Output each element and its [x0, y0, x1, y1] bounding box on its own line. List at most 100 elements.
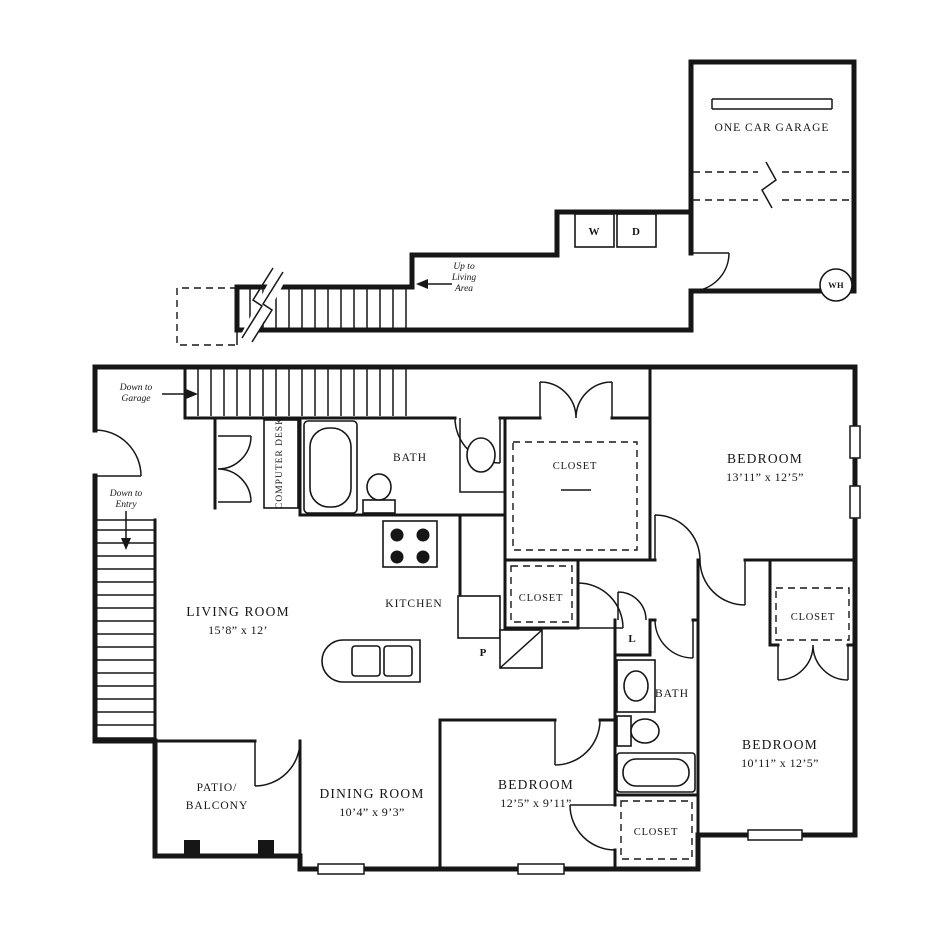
- closet-bedroom2-dashed: [775, 587, 850, 641]
- dining-room-dims: 10’4” x 9’3”: [339, 805, 404, 819]
- bedroom3-door-swing: [554, 719, 601, 766]
- patio-post-icon: [258, 840, 274, 856]
- window-bedroom1-lower: [849, 485, 861, 519]
- washer-icon: [574, 213, 615, 248]
- patio-label-line1: PATIO/: [197, 782, 238, 794]
- patio-door-swing: [254, 740, 301, 787]
- closet-bedroom3-label: CLOSET: [634, 827, 678, 838]
- bedroom1-label: BEDROOM: [727, 451, 803, 466]
- garage-entry-door-swing: [690, 252, 730, 292]
- bedroom2-door-swing: [699, 559, 746, 606]
- stairs-down-to-entry: Down to Entry: [97, 489, 155, 739]
- toilet-lower-tank: [616, 715, 632, 747]
- upper-level: WH W D ONE CAR GARAGE Up to Living Area: [176, 59, 857, 346]
- window-dining: [317, 863, 365, 875]
- computer-desk-label: COMPUTER DESK: [275, 417, 285, 509]
- burner-icon: [390, 550, 404, 564]
- burner-icon: [416, 528, 430, 542]
- pantry-cabinet-diagonal: [499, 629, 543, 669]
- stairs-down-to-garage: Down to Garage: [119, 369, 407, 416]
- windows: [317, 425, 861, 875]
- stairs-up: [239, 264, 407, 344]
- closet-bedroom2-doors-swing: [777, 644, 849, 681]
- washer-label: W: [589, 226, 600, 238]
- desk-nook-doors-swing: [217, 435, 252, 503]
- closet-hall-dashed: [510, 565, 573, 623]
- main-level: Down to Garage Down to Entry: [92, 364, 861, 875]
- burner-icon: [416, 550, 430, 564]
- bedroom1-dims: 13’11” x 12’5”: [726, 470, 804, 484]
- down-to-entry-line2: Entry: [114, 500, 137, 510]
- bedroom3-label: BEDROOM: [498, 777, 574, 792]
- up-to-living-line1: Up to: [453, 262, 475, 272]
- closet-bedroom2-label: CLOSET: [791, 612, 835, 623]
- refrigerator-icon: [457, 595, 501, 639]
- dining-room-label: DINING ROOM: [319, 786, 424, 801]
- down-to-entry-line1: Down to: [109, 489, 143, 499]
- up-to-living-line3: Area: [454, 284, 473, 294]
- bath-upper-label: BATH: [393, 452, 427, 464]
- room-labels: BATH CLOSET BEDROOM 13’11” x 12’5” LIVIN…: [186, 417, 835, 838]
- water-heater-label: WH: [828, 280, 844, 290]
- closet-master-label: CLOSET: [553, 461, 597, 472]
- window-bedroom3: [517, 863, 565, 875]
- bedroom3-dims: 12’5” x 9’11”: [500, 796, 571, 810]
- toilet-lower-bowl-icon: [630, 718, 660, 744]
- garage-door: [711, 98, 833, 110]
- pantry-label: P: [480, 647, 487, 659]
- closet-hall-label: CLOSET: [519, 593, 563, 604]
- closet-dashed-outlines: [510, 441, 850, 860]
- closet-hall-door-swing: [577, 582, 624, 629]
- landing-dashed: [176, 287, 237, 346]
- stair-steps: [97, 519, 155, 739]
- entry-door-swing: [94, 429, 142, 477]
- up-to-living-line2: Living: [451, 273, 477, 283]
- bedroom1-door-swing: [654, 514, 701, 561]
- closet-master-dashed: [512, 441, 638, 551]
- linen-door-swing: [617, 591, 647, 621]
- living-room-label: LIVING ROOM: [186, 604, 290, 619]
- patio-label-line2: BALCONY: [186, 800, 249, 812]
- window-bedroom2: [747, 829, 803, 841]
- bath-lower-label: BATH: [655, 688, 689, 700]
- toilet-upper-bowl-icon: [366, 473, 392, 501]
- up-to-living-label: Up to Living Area: [416, 262, 476, 294]
- garage-arrow-icon: [186, 389, 198, 399]
- living-room-dims: 15’8” x 12’: [208, 623, 268, 637]
- stair-break-icon: [241, 267, 284, 343]
- garage-label: ONE CAR GARAGE: [715, 122, 830, 134]
- patio-post-icon: [184, 840, 200, 856]
- sink-upper-icon: [466, 437, 496, 473]
- stove-icon: [382, 520, 438, 568]
- fixtures: [184, 418, 696, 856]
- garage-walls: [234, 59, 857, 333]
- entry-arrow-icon: [121, 538, 131, 550]
- bathtub-lower-basin: [622, 758, 690, 787]
- down-to-garage-line2: Garage: [121, 394, 150, 404]
- exterior-walls: [92, 364, 858, 872]
- water-heater-icon: [819, 268, 853, 302]
- bathtub-upper-basin: [309, 427, 352, 508]
- sink-lower-icon: [623, 670, 649, 702]
- dryer-label: D: [632, 226, 640, 238]
- toilet-upper-tank: [362, 499, 396, 514]
- down-to-garage-line1: Down to: [119, 383, 153, 393]
- bedroom2-label: BEDROOM: [742, 737, 818, 752]
- kitchen-label: KITCHEN: [385, 598, 442, 610]
- closet-master-doors-swing: [539, 381, 613, 419]
- burner-icon: [390, 528, 404, 542]
- computer-desk-icon: [263, 419, 299, 509]
- up-arrow-icon: [416, 279, 428, 289]
- interior-walls: [153, 365, 857, 871]
- break-mark-icon: [761, 161, 777, 209]
- window-bedroom1-upper: [849, 425, 861, 459]
- closet-bedroom3-dashed: [620, 800, 693, 860]
- linen-label: L: [628, 633, 635, 645]
- dryer-icon: [616, 213, 657, 248]
- stair-steps: [197, 369, 407, 416]
- vanity-upper-counter: [459, 418, 505, 493]
- bath-lower-door-swing: [654, 619, 694, 659]
- kitchen-sink-right: [383, 645, 413, 677]
